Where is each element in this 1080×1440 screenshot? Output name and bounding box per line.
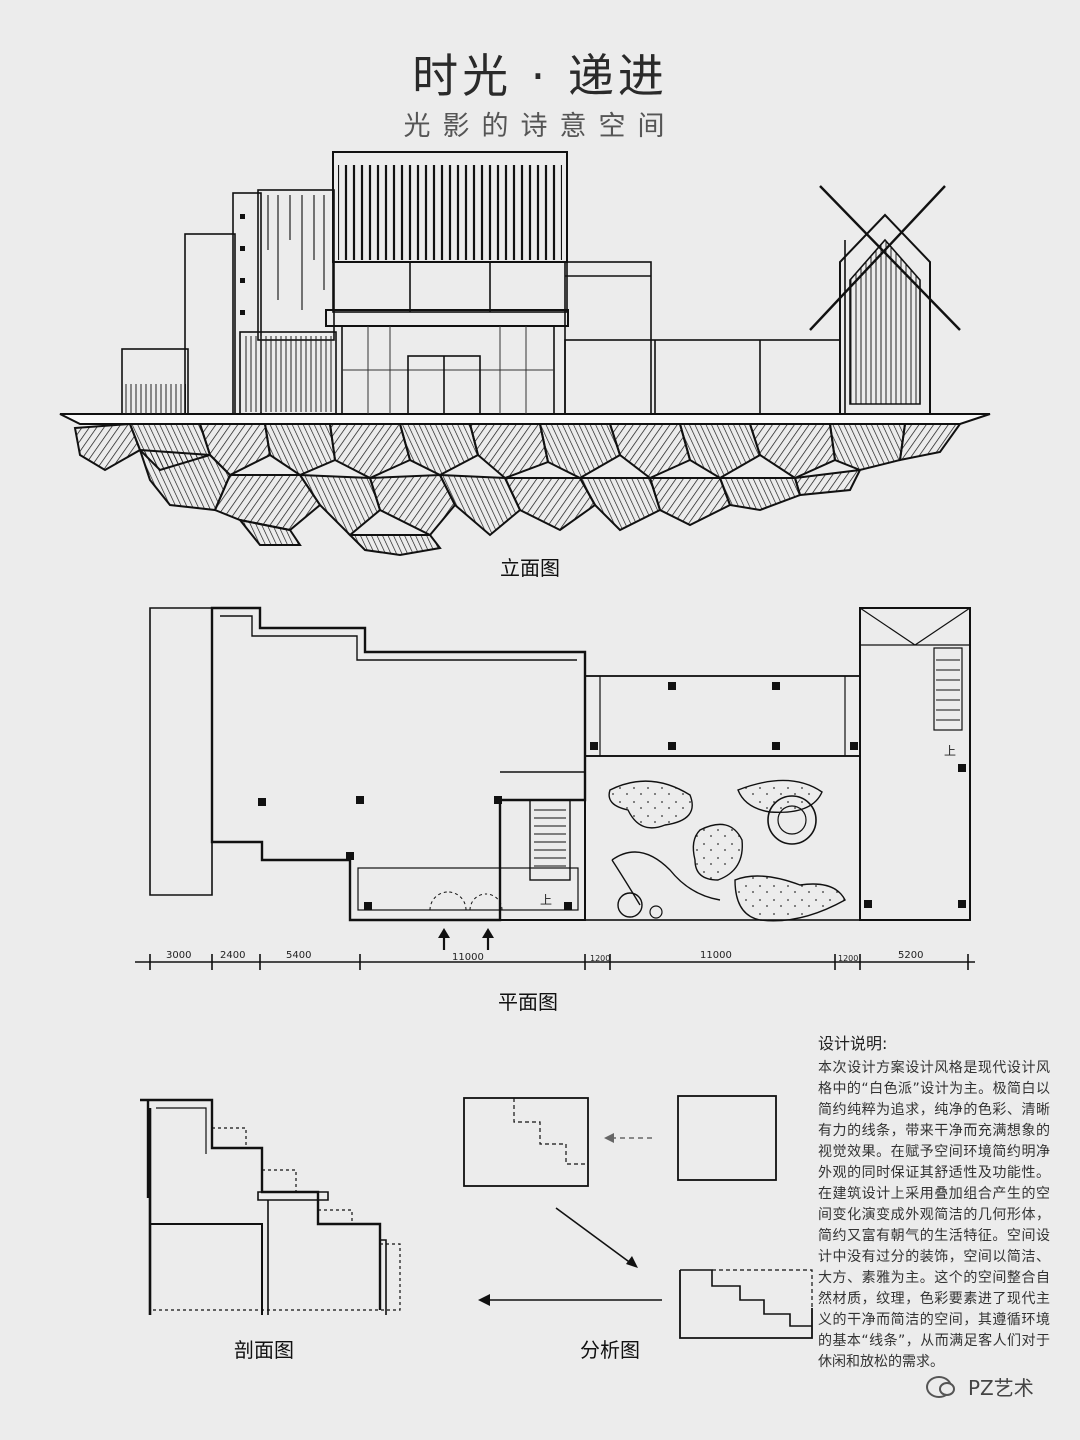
stone-foundation [73,422,962,557]
plan-up-label-main: 上 [540,893,553,907]
dim-label: 2400 [220,950,246,961]
analysis-diagram [463,1095,813,1339]
dim-label: 11000 [452,952,484,963]
notes-body: 本次设计方案设计风格是现代设计风格中的“白色派”设计为主。极简白以简约纯粹为追求… [818,1060,1050,1370]
dim-label: 1200 [590,954,611,963]
page-subtitle: 光影的诗意空间 [403,111,677,142]
wechat-icon [926,1375,955,1398]
floor-plan [135,606,975,970]
plan-up-label-right: 上 [944,744,957,758]
analysis-caption: 分析图 [580,1338,640,1362]
brand-watermark: PZ艺术 [926,1372,1034,1401]
notes-title: 设计说明: [818,1034,888,1053]
plan-caption: 平面图 [498,990,558,1014]
dim-label: 5200 [898,950,924,961]
dim-label: 3000 [166,950,192,961]
section-caption: 剖面图 [234,1338,294,1362]
dim-label: 1200 [838,954,859,963]
dim-label: 11000 [700,950,732,961]
page-title: 时光 · 递进 [412,49,668,103]
elevation-caption: 立面图 [500,556,560,580]
section-drawing [140,1098,401,1315]
elevation-drawing [59,151,991,425]
brand-name: PZ艺术 [968,1376,1034,1400]
dim-label: 5400 [286,950,312,961]
